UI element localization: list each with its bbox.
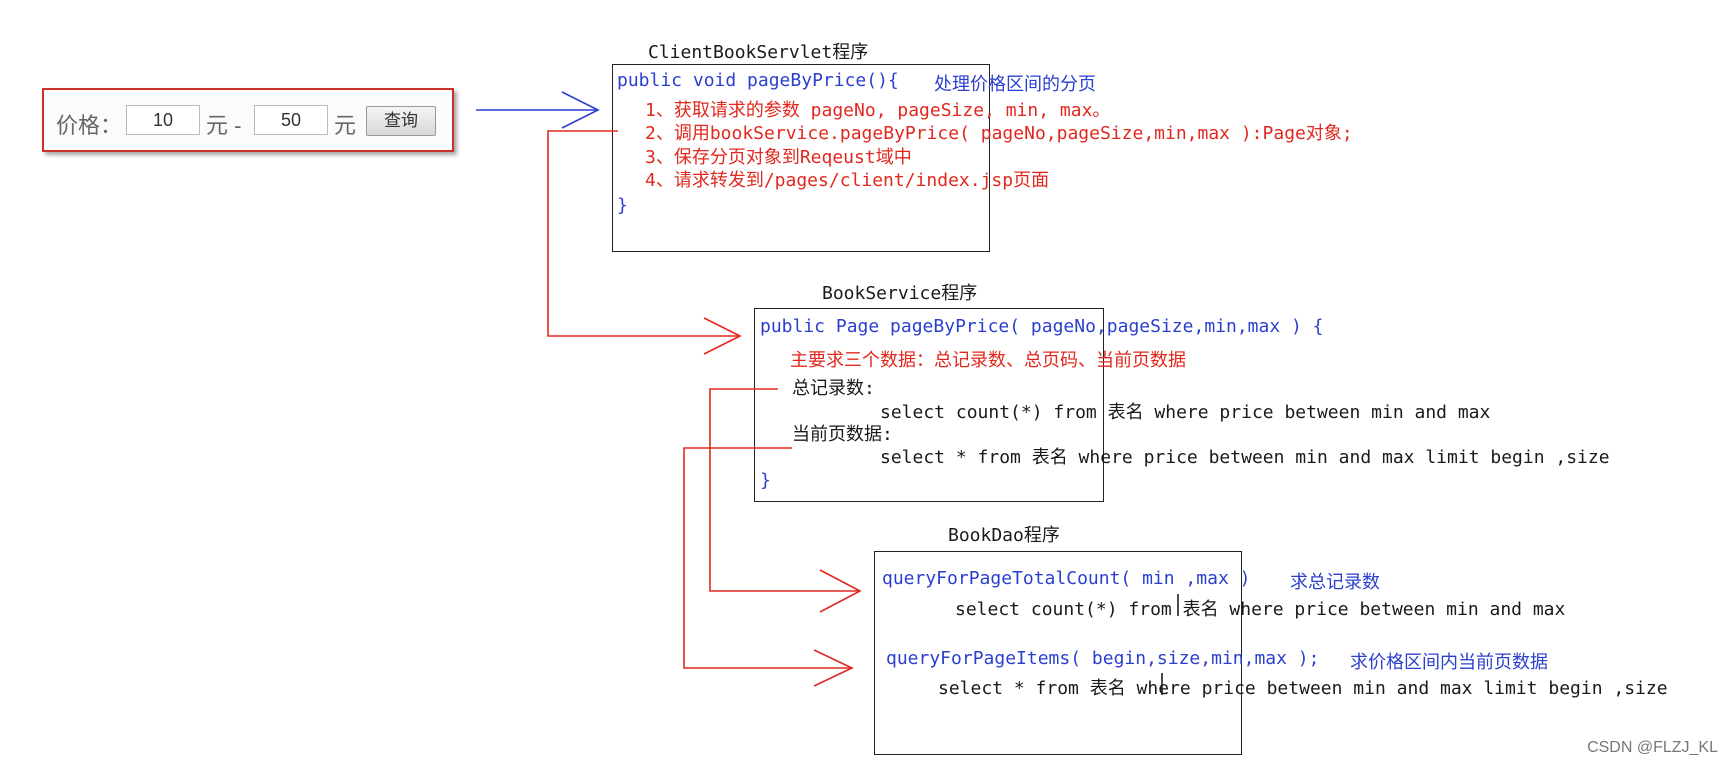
dao-count-comment: 求总记录数 bbox=[1290, 572, 1380, 593]
service-close-brace: } bbox=[760, 470, 771, 491]
service-box bbox=[754, 308, 1104, 502]
service-title: BookService程序 bbox=[822, 283, 978, 304]
arrow-total-to-dao-count bbox=[709, 388, 862, 613]
service-total-sql: select count(*) from 表名 where price betw… bbox=[880, 402, 1491, 423]
servlet-step-3: 3、保存分页对象到Reqeust域中 bbox=[645, 147, 912, 168]
watermark: CSDN @FLZJ_KL bbox=[1587, 739, 1718, 756]
servlet-title: ClientBookServlet程序 bbox=[648, 42, 869, 63]
service-note: 主要求三个数据：总记录数、总页码、当前页数据 bbox=[790, 350, 1186, 371]
unit-label-min: 元 - bbox=[206, 113, 242, 138]
arrow-servlet-to-service bbox=[547, 130, 742, 355]
dao-items-sql: select * from 表名 where price between min… bbox=[938, 678, 1668, 699]
service-total-label: 总记录数: bbox=[792, 378, 875, 399]
servlet-step-2: 2、调用bookService.pageByPrice( pageNo,page… bbox=[645, 123, 1353, 144]
service-items-label: 当前页数据: bbox=[792, 424, 893, 445]
servlet-step-4: 4、请求转发到/pages/client/index.jsp页面 bbox=[645, 170, 1050, 191]
dao-items-comment: 求价格区间内当前页数据 bbox=[1350, 652, 1548, 673]
price-label: 价格： bbox=[56, 113, 123, 138]
max-price-input[interactable]: 50 bbox=[254, 105, 328, 135]
arrow-search-to-servlet bbox=[476, 91, 600, 129]
servlet-box bbox=[612, 64, 990, 252]
service-items-sql: select * from 表名 where price between min… bbox=[880, 447, 1610, 468]
min-price-input[interactable]: 10 bbox=[126, 105, 200, 135]
dao-title: BookDao程序 bbox=[948, 525, 1060, 546]
dao-box bbox=[874, 551, 1242, 755]
price-search-widget: 价格： 10 元 - 50 元 查询 bbox=[42, 88, 454, 152]
query-button[interactable]: 查询 bbox=[366, 106, 436, 136]
dao-items-signature: queryForPageItems( begin,size,min,max ); bbox=[886, 648, 1320, 669]
servlet-signature: public void pageByPrice(){ bbox=[617, 70, 899, 91]
dao-count-sql: select count(*) from 表名 where price betw… bbox=[955, 599, 1566, 620]
servlet-comment: 处理价格区间的分页 bbox=[934, 74, 1096, 95]
dao-count-signature: queryForPageTotalCount( min ,max ) bbox=[882, 568, 1251, 589]
arrow-items-to-dao-items bbox=[683, 447, 854, 687]
unit-label-max: 元 bbox=[334, 113, 357, 138]
service-signature: public Page pageByPrice( pageNo,pageSize… bbox=[760, 316, 1324, 337]
servlet-step-1: 1、获取请求的参数 pageNo, pageSize, min, max。 bbox=[645, 100, 1111, 121]
servlet-close-brace: } bbox=[617, 195, 628, 216]
